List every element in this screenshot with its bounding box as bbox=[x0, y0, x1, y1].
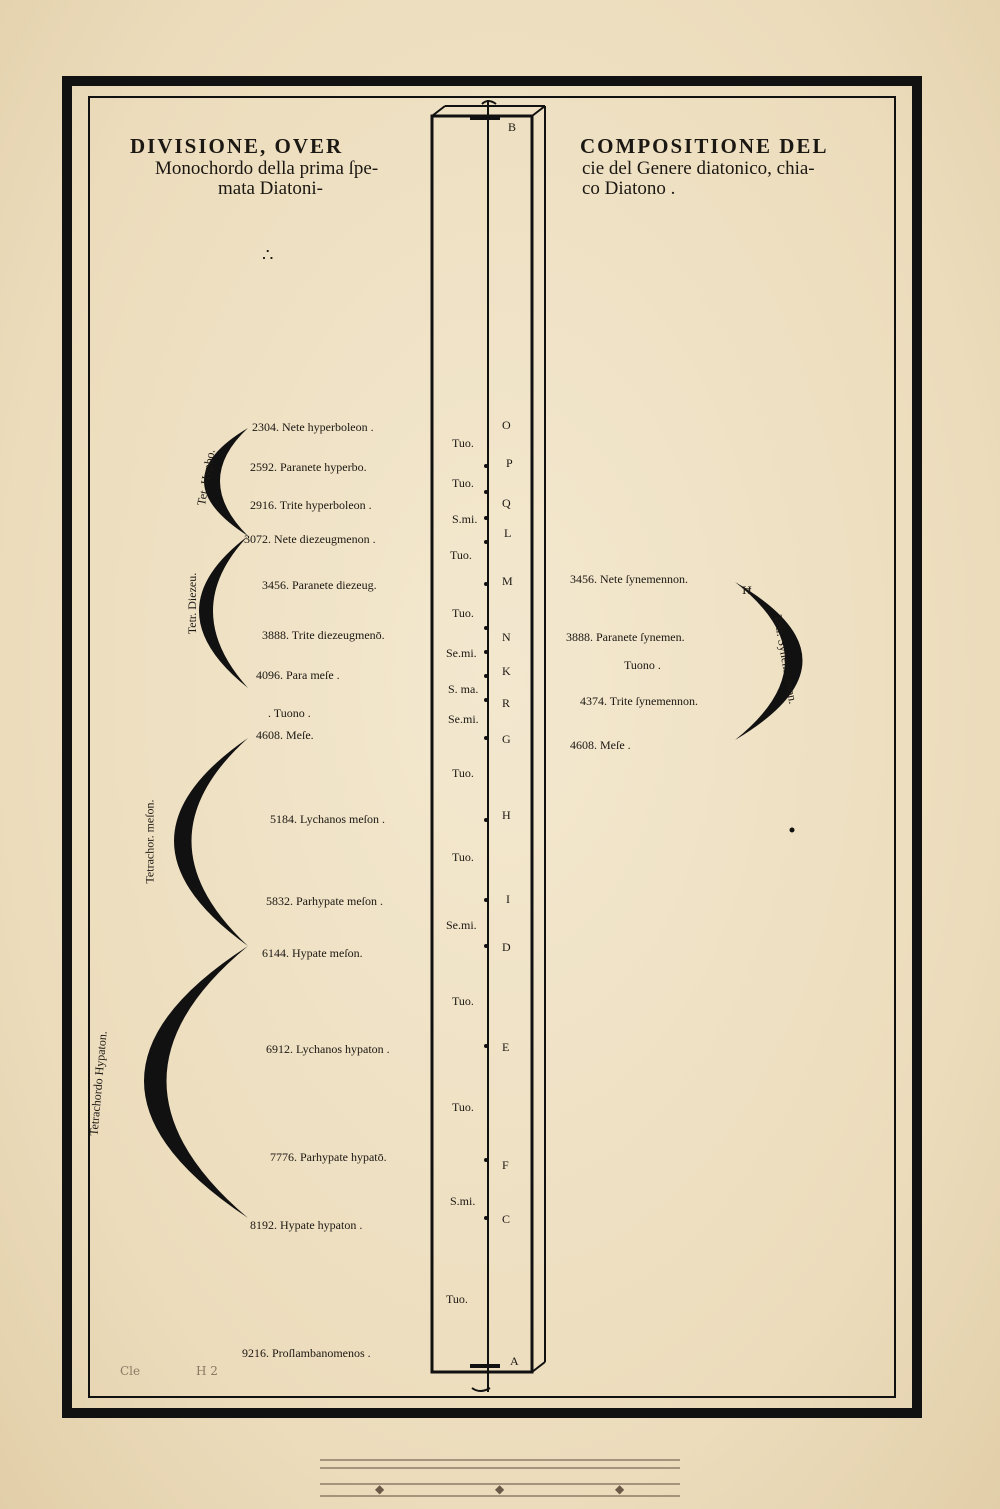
letter-label: A bbox=[510, 1354, 519, 1368]
monochord-depth-top2 bbox=[531, 105, 546, 117]
note-proslambanomenos: 9216. Proſlambanomenos . bbox=[242, 1346, 371, 1360]
note-paranete-synemmenon: 3888. Paranete ſynemen. bbox=[566, 630, 685, 644]
ornament-mark: ∴ bbox=[262, 245, 274, 265]
interval-label: Tuo. bbox=[452, 850, 474, 864]
interval-label: Tuo. bbox=[452, 994, 474, 1008]
letter-label: M bbox=[502, 574, 513, 588]
right-title-line1: COMPOSITIONE DEL bbox=[580, 134, 829, 158]
stray-dot bbox=[789, 827, 795, 833]
note-trite-diezeugmenon: 3888. Trite diezeugmenō. bbox=[262, 628, 385, 642]
interval-label: Tuo. bbox=[452, 476, 474, 490]
interval-label: Se.mi. bbox=[446, 646, 477, 660]
margin-mark-bottom-left: Cle bbox=[120, 1364, 141, 1378]
interval-label: Se.mi. bbox=[446, 918, 477, 932]
left-title-line1: DIVISIONE, OVER bbox=[130, 134, 344, 158]
note-nete-synemmenon: 3456. Nete ſynemennon. bbox=[570, 572, 688, 586]
letter-label: H bbox=[502, 808, 511, 822]
monochord-depth-bottom bbox=[531, 1361, 546, 1373]
arc-meson bbox=[174, 738, 248, 946]
note-trite-synemmenon: 4374. Trite ſynemennon. bbox=[580, 694, 699, 708]
interval-label: S.mi. bbox=[452, 512, 478, 526]
letter-label: L bbox=[504, 526, 512, 540]
right-title-line2: cie del Genere diatonico, chia- bbox=[582, 158, 815, 179]
right-title-line3: co Diatono . bbox=[582, 178, 676, 199]
arc-synemmenon bbox=[735, 582, 803, 740]
note-tuono-left: . Tuono . bbox=[268, 706, 311, 720]
letter-label: O bbox=[502, 418, 511, 432]
interval-label: Tuo. bbox=[452, 436, 474, 450]
note-hypate-hypaton: 8192. Hypate hypaton . bbox=[250, 1218, 363, 1232]
letter-label: F bbox=[502, 1158, 509, 1172]
letter-label: B bbox=[508, 120, 517, 134]
margin-mark-top-right: ꟸ bbox=[742, 584, 752, 605]
footer-ornament: ◆ ◆ ◆ bbox=[320, 1455, 680, 1505]
interval-label: Tuo. bbox=[452, 606, 474, 620]
note-trite-hyperboleon: 2916. Trite hyperboleon . bbox=[250, 498, 372, 512]
letter-label: K bbox=[502, 664, 511, 678]
arc-diezeugmenon bbox=[199, 536, 248, 688]
peg-top bbox=[481, 100, 497, 105]
letter-label: G bbox=[502, 732, 511, 746]
left-title-line2: Monochordo della prima ſpe- bbox=[155, 158, 379, 179]
outer-frame bbox=[62, 76, 922, 1418]
letter-label: I bbox=[506, 892, 510, 906]
letter-label: P bbox=[506, 456, 513, 470]
letter-label: D bbox=[502, 940, 511, 954]
letter-label: E bbox=[502, 1040, 510, 1054]
interval-label: Tuo. bbox=[446, 1292, 468, 1306]
note-mese-right: 4608. Meſe . bbox=[570, 738, 631, 752]
interval-label: Tuo. bbox=[450, 548, 472, 562]
arc-hyperboleon bbox=[204, 428, 248, 536]
note-hypate-meson: 6144. Hypate meſon. bbox=[262, 946, 363, 960]
interval-label: S.mi. bbox=[450, 1194, 476, 1208]
note-nete-hyperboleon: 2304. Nete hyperboleon . bbox=[252, 420, 374, 434]
note-tuono-right: Tuono . bbox=[624, 658, 661, 672]
letter-label: R bbox=[502, 696, 511, 710]
note-lychanos-hypaton: 6912. Lychanos hypaton . bbox=[266, 1042, 390, 1056]
letter-label: Q bbox=[502, 496, 511, 510]
string-dots bbox=[484, 464, 488, 1220]
note-paranete-diezeug: 3456. Paranete diezeug. bbox=[262, 578, 377, 592]
left-title-line3: mata Diatoni- bbox=[218, 178, 323, 199]
note-paranete-hyperbo: 2592. Paranete hyperbo. bbox=[250, 460, 367, 474]
arc-hypaton bbox=[144, 946, 248, 1218]
interval-label: S. ma. bbox=[448, 682, 479, 696]
peg-bottom bbox=[471, 1387, 491, 1392]
inner-frame bbox=[88, 96, 896, 1398]
monochord-front bbox=[430, 114, 534, 1374]
interval-label: Se.mi. bbox=[448, 712, 479, 726]
arc-label-meson: Tetrachor. meſon. bbox=[142, 799, 157, 884]
note-lychanos-meson: 5184. Lychanos meſon . bbox=[270, 812, 385, 826]
note-paramese: 4096. Para meſe . bbox=[256, 668, 340, 682]
arc-label-diezeugmenon: Tetr. Diezeu. bbox=[185, 572, 200, 635]
interval-label: Tuo. bbox=[452, 1100, 474, 1114]
letter-label: N bbox=[502, 630, 511, 644]
margin-mark-bottom-mid: H 2 bbox=[196, 1364, 218, 1378]
note-parhypate-hypaton: 7776. Parhypate hypatō. bbox=[270, 1150, 387, 1164]
note-parhypate-meson: 5832. Parhypate meſon . bbox=[266, 894, 383, 908]
note-mese-left: 4608. Meſe. bbox=[256, 728, 314, 742]
interval-label: Tuo. bbox=[452, 766, 474, 780]
letter-label: C bbox=[502, 1212, 511, 1226]
note-nete-diezeugmenon: 3072. Nete diezeugmenon . bbox=[244, 532, 376, 546]
monochord-depth-top bbox=[431, 105, 446, 117]
